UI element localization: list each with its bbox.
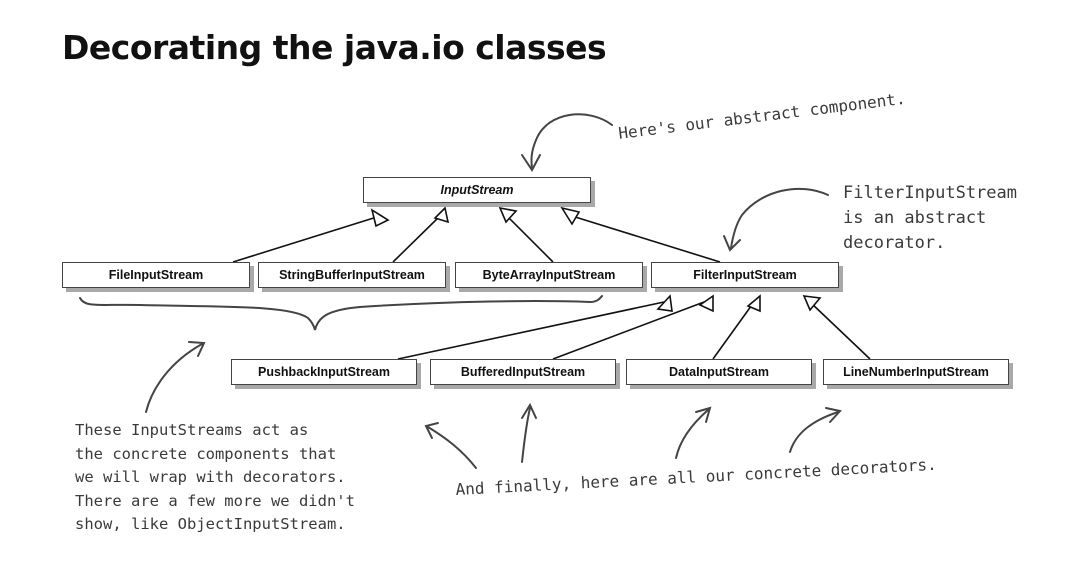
- pointer-arrow-decorator-3: [675, 409, 709, 459]
- edge-bytearrayinputstream: [506, 215, 554, 263]
- class-box-datainputstream: DataInputStream: [626, 359, 812, 385]
- arrowhead-icon: [370, 208, 390, 228]
- edge-stringbufferinputstream: [392, 215, 441, 263]
- arrowhead-icon: [560, 206, 581, 226]
- class-box-linenumberinputstream: LineNumberInputStream: [823, 359, 1009, 385]
- arrowhead-icon: [746, 294, 761, 313]
- edge-filterinputstream: [571, 215, 721, 263]
- arrowhead-icon: [433, 206, 450, 224]
- note-line: decorator.: [843, 233, 946, 253]
- pointer-arrow-concrete-components: [145, 343, 203, 413]
- note-concrete-components: These InputStreams act as the concrete c…: [75, 419, 355, 537]
- note-line: is an abstract: [843, 208, 987, 228]
- pointer-arrow-decorator-1: [427, 426, 477, 469]
- page-title: Decorating the java.io classes: [62, 28, 607, 67]
- edge-linenumberinputstream: [809, 301, 871, 360]
- class-box-pushbackinputstream: PushbackInputStream: [231, 359, 417, 385]
- note-abstract-decorator: FilterInputStream is an abstract decorat…: [843, 181, 1017, 256]
- pointer-arrow-abstract-decorator: [730, 187, 829, 249]
- note-line: we will wrap with decorators.: [75, 468, 346, 486]
- class-box-filterinputstream: FilterInputStream: [651, 262, 839, 288]
- edge-bufferedinputstream: [552, 301, 705, 360]
- arrowhead-icon: [802, 295, 822, 312]
- pointer-arrow-abstract-component: [530, 113, 613, 169]
- class-box-bytearrayinputstream: ByteArrayInputStream: [455, 262, 643, 288]
- arrowhead-icon: [656, 294, 673, 312]
- class-box-fileinputstream: FileInputStream: [62, 262, 250, 288]
- edge-pushbackinputstream: [397, 301, 665, 360]
- class-box-inputstream: InputStream: [363, 177, 591, 203]
- arrowhead-icon: [698, 294, 714, 313]
- note-line: the concrete components that: [75, 444, 337, 463]
- class-box-stringbufferinputstream: StringBufferInputStream: [258, 262, 446, 288]
- note-line: FilterInputStream: [843, 183, 1017, 203]
- pointer-arrow-decorator-2: [521, 407, 531, 463]
- note-line: These InputStreams act as: [75, 421, 309, 439]
- class-box-bufferedinputstream: BufferedInputStream: [430, 359, 616, 385]
- pointer-arrow-decorator-4: [789, 411, 839, 453]
- arrowhead-icon: [498, 206, 518, 224]
- concrete-components-brace: [79, 295, 603, 331]
- edge-datainputstream: [712, 301, 755, 360]
- edge-fileinputstream: [232, 215, 381, 263]
- note-line: show, like ObjectInputStream.: [75, 515, 346, 533]
- note-line: There are a few more we didn't: [75, 491, 355, 510]
